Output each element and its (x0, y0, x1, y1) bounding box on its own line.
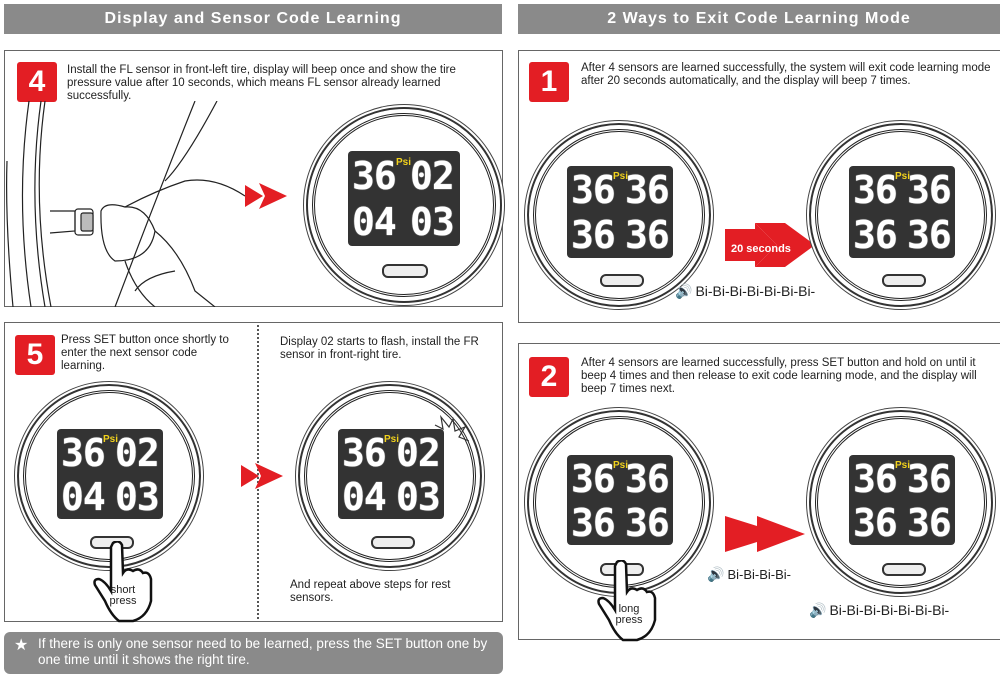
star-icon: ★ (14, 637, 29, 654)
set-button[interactable] (371, 536, 415, 549)
way2-text: After 4 sensors are learned successfully… (581, 357, 977, 395)
lcd-rear-right-value: 03 (410, 200, 455, 244)
lcd-front-right-value: 02 (115, 431, 160, 475)
way1-text: After 4 sensors are learned successfully… (581, 62, 991, 87)
step5-badge: 5 (15, 335, 55, 375)
lcd-front-right-value: 02 (410, 154, 455, 198)
lcd-screen: 36 Psi 02 04 03 (348, 151, 460, 246)
pointing-hand-icon (93, 541, 153, 623)
step5-text-right: Display 02 starts to flash, install the … (280, 336, 479, 361)
lcd-rear-left-value: 36 (853, 213, 898, 257)
flash-burst-icon (434, 415, 469, 442)
step5-text: Press SET button once shortly to enter t… (61, 334, 229, 372)
right-section-title: 2 Ways to Exit Code Learning Mode (518, 4, 1000, 34)
lcd-screen: 36 Psi 02 04 03 (338, 429, 444, 519)
lcd-front-left-value: 36 (342, 431, 387, 475)
lcd-rear-right-value: 36 (907, 213, 952, 257)
arrow-duration-label: 20 seconds (731, 243, 791, 255)
psi-unit-label: Psi (103, 434, 119, 445)
right-arrow-icon (241, 463, 283, 489)
lcd-rear-right-value: 36 (625, 213, 670, 257)
set-button[interactable] (600, 274, 644, 287)
way2-badge: 2 (529, 357, 569, 397)
psi-unit-label: Psi (895, 460, 911, 471)
lcd-front-right-value: 36 (907, 457, 952, 501)
speaker-icon: 🔊 (809, 602, 827, 618)
lcd-screen: 36 Psi 02 04 03 (57, 429, 163, 519)
lcd-rear-right-value: 36 (907, 501, 952, 545)
speaker-icon: 🔊 (675, 283, 693, 299)
lcd-front-left-value: 36 (853, 457, 898, 501)
psi-unit-label: Psi (613, 171, 629, 182)
lcd-front-left-value: 36 (61, 431, 106, 475)
single-sensor-note-text: If there is only one sensor need to be l… (38, 636, 488, 667)
tpms-display-gauge-before: 36 Psi 02 04 03 (23, 390, 195, 562)
lcd-screen: 36 Psi 36 36 36 (849, 166, 955, 258)
beep-indicator: 🔊Bi-Bi-Bi-Bi-Bi-Bi-Bi- (675, 283, 816, 299)
step5-box: 5 Press SET button once shortly to enter… (4, 322, 503, 623)
lcd-front-left-value: 36 (571, 168, 616, 212)
left-section-title: Display and Sensor Code Learning (4, 4, 502, 34)
set-button[interactable] (882, 563, 926, 576)
tire-sensor-illustration-icon (6, 101, 246, 307)
way1-badge: 1 (529, 62, 569, 102)
repeat-steps-text: And repeat above steps for rest sensors. (290, 579, 451, 604)
single-sensor-note: ★ If there is only one sensor need to be… (4, 632, 503, 674)
tpms-display-gauge-flashing: 36 Psi 02 04 03 (304, 390, 476, 562)
lcd-front-left-value: 36 (571, 457, 616, 501)
way2-box: 2 After 4 sensors are learned successful… (518, 343, 1000, 642)
lcd-rear-left-value: 04 (61, 475, 106, 519)
lcd-front-right-value: 36 (907, 168, 952, 212)
lcd-rear-left-value: 04 (342, 475, 387, 519)
lcd-rear-left-value: 36 (571, 213, 616, 257)
step4-box: 4 Install the FL sensor in front-left ti… (4, 50, 503, 307)
set-button[interactable] (382, 264, 428, 278)
short-press-label: short press (109, 584, 137, 607)
right-arrow-icon (725, 223, 815, 267)
way1-box: 1 After 4 sensors are learned successful… (518, 50, 1000, 323)
lcd-rear-right-value: 03 (115, 475, 160, 519)
tpms-display-gauge: 36 Psi 02 04 03 (312, 113, 496, 297)
step4-badge: 4 (17, 62, 57, 102)
lcd-front-right-value: 36 (625, 457, 670, 501)
lcd-rear-right-value: 36 (625, 501, 670, 545)
psi-unit-label: Psi (384, 434, 400, 445)
right-arrow-icon (725, 516, 805, 552)
pointing-hand-icon (597, 560, 657, 642)
lcd-screen: 36 Psi 36 36 36 (849, 455, 955, 545)
beep-indicator-long: 🔊Bi-Bi-Bi-Bi-Bi-Bi-Bi- (809, 602, 950, 618)
psi-unit-label: Psi (613, 460, 629, 471)
step4-text: Install the FL sensor in front-left tire… (67, 64, 456, 102)
step-divider (257, 325, 259, 619)
lcd-front-right-value-flashing: 02 (396, 431, 441, 475)
lcd-screen: 36 Psi 36 36 36 (567, 455, 673, 545)
lcd-rear-left-value: 36 (571, 501, 616, 545)
lcd-rear-right-value: 03 (396, 475, 441, 519)
tpms-display-gauge-after: 36 Psi 36 36 36 (815, 416, 987, 588)
tpms-display-gauge-before: 36 Psi 36 36 36 (533, 129, 705, 301)
lcd-screen: 36 Psi 36 36 36 (567, 166, 673, 258)
beep-indicator-short: 🔊Bi-Bi-Bi-Bi- (707, 566, 791, 582)
speaker-icon: 🔊 (707, 566, 725, 582)
right-arrow-icon (245, 183, 287, 209)
long-press-label: long press (615, 603, 643, 626)
psi-unit-label: Psi (396, 157, 412, 168)
set-button[interactable] (882, 274, 926, 287)
lcd-front-left-value: 36 (352, 154, 397, 198)
tpms-display-gauge-after: 36 Psi 36 36 36 (815, 129, 987, 301)
lcd-front-right-value: 36 (625, 168, 670, 212)
lcd-front-left-value: 36 (853, 168, 898, 212)
psi-unit-label: Psi (895, 171, 911, 182)
lcd-rear-left-value: 04 (352, 200, 397, 244)
lcd-rear-left-value: 36 (853, 501, 898, 545)
